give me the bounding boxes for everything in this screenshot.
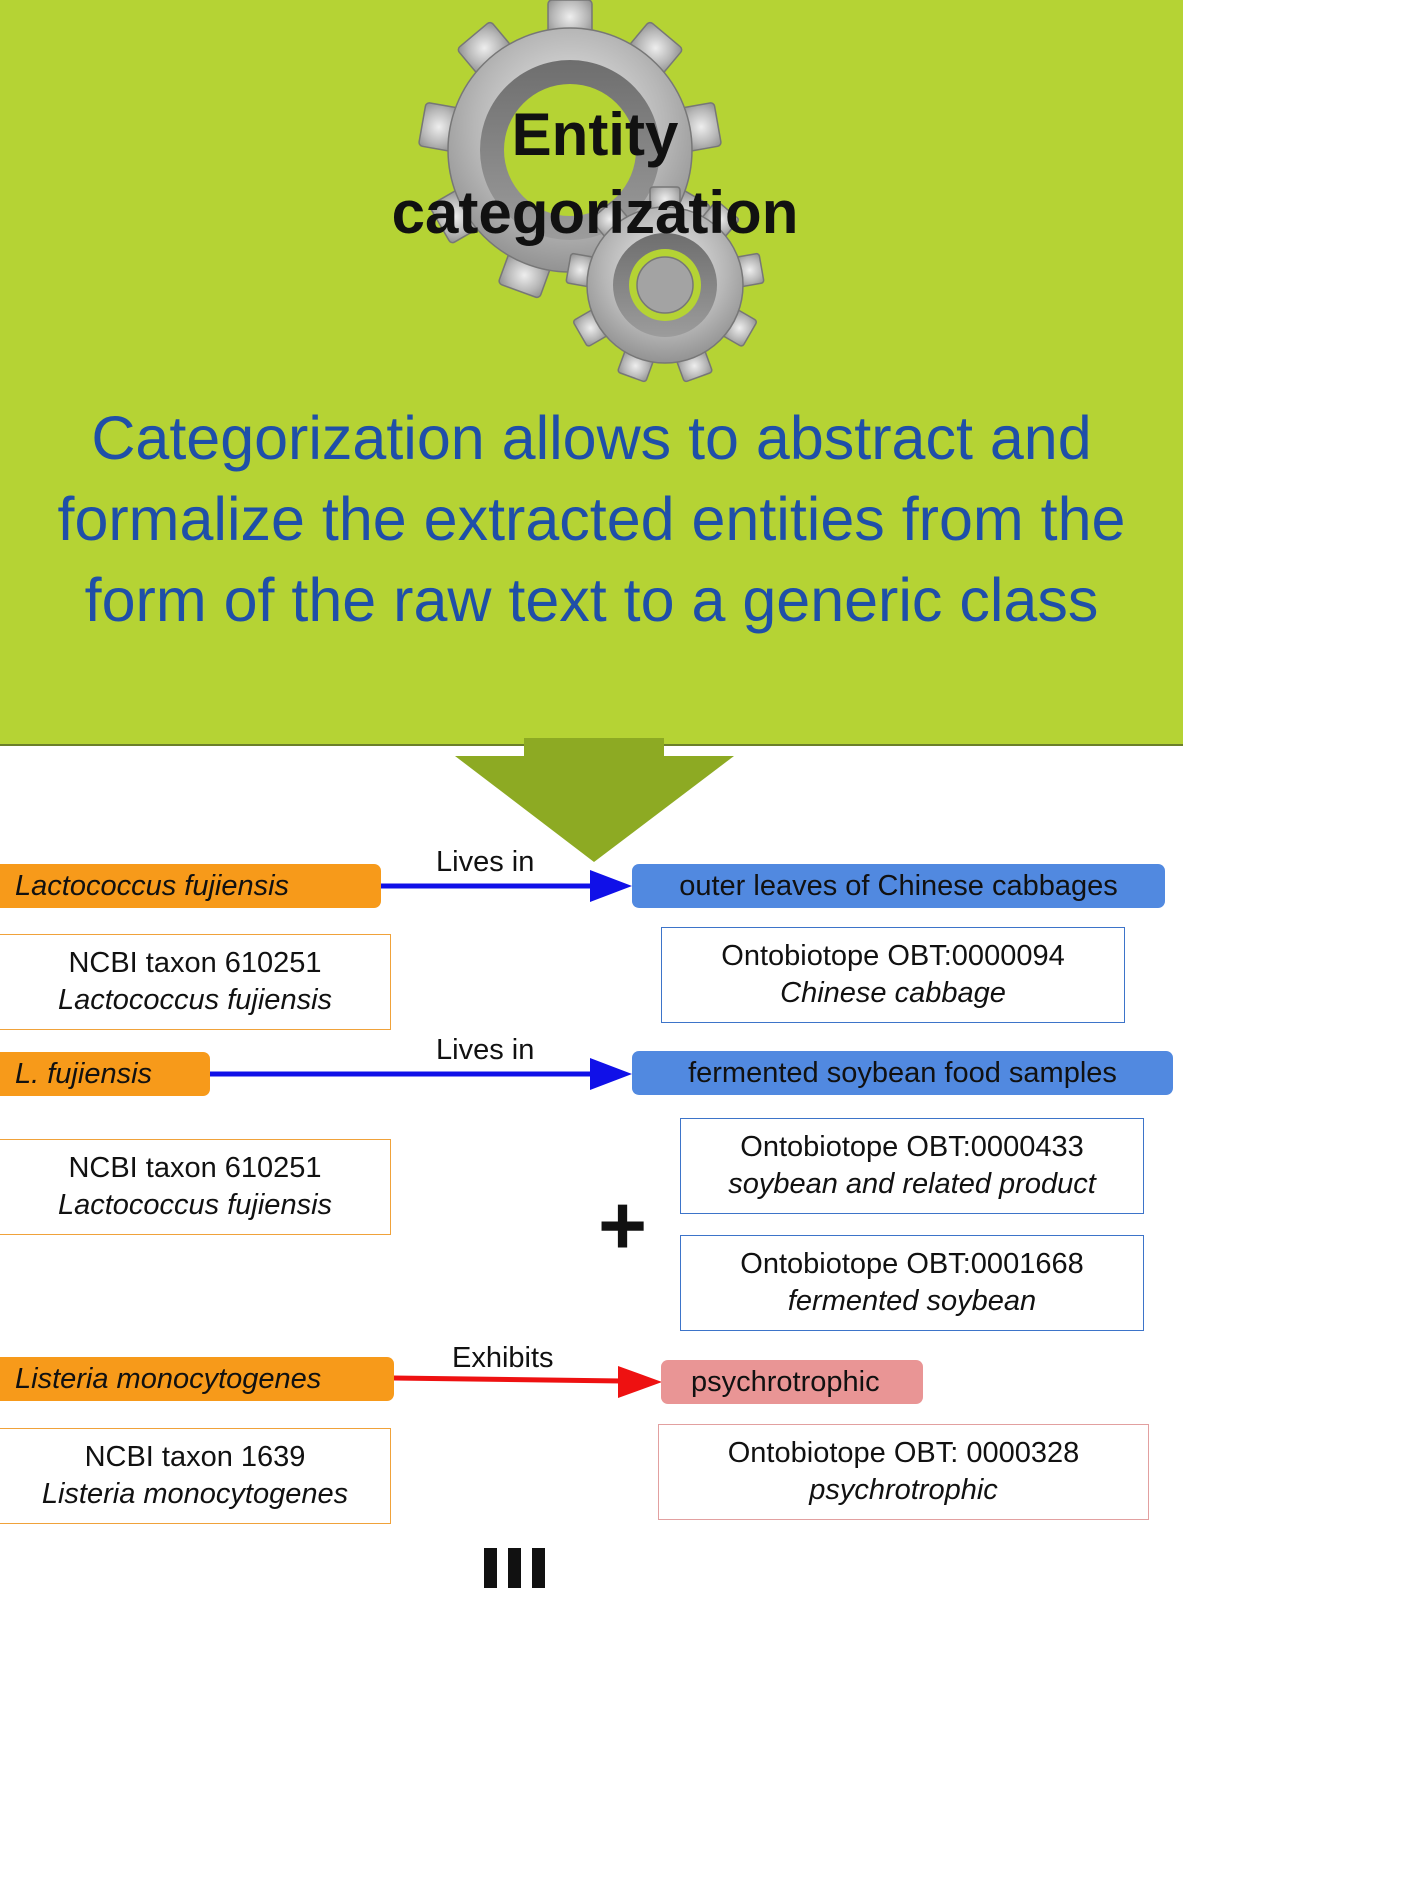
relation-label: Exhibits bbox=[452, 1342, 554, 1374]
ontobiotope-norm-box: Ontobiotope OBT:0000433 soybean and rela… bbox=[680, 1118, 1144, 1214]
ontobiotope-name: psychrotrophic bbox=[809, 1474, 998, 1506]
banner-subtitle: Categorization allows to abstract and fo… bbox=[57, 404, 1126, 634]
down-arrow-icon bbox=[455, 738, 734, 862]
relation-label: Lives in bbox=[436, 846, 535, 878]
phenotype-entity: psychrotrophic bbox=[661, 1360, 923, 1404]
relation-label: Lives in bbox=[436, 1034, 535, 1066]
taxon-name: Listeria monocytogenes bbox=[41, 1478, 349, 1510]
taxon-id: NCBI taxon 610251 bbox=[68, 1152, 322, 1184]
continuation-mark bbox=[484, 1548, 556, 1593]
taxon-id: NCBI taxon 1639 bbox=[84, 1441, 306, 1473]
lives-in-arrow-2 bbox=[210, 1058, 632, 1090]
ontobiotope-name: fermented soybean bbox=[787, 1285, 1037, 1317]
taxon-norm-box: NCBI taxon 610251 Lactococcus fujiensis bbox=[0, 1139, 391, 1235]
organism-entity: Listeria monocytogenes bbox=[0, 1357, 394, 1401]
banner-title: Entity categorization bbox=[391, 101, 799, 246]
ontobiotope-name: Chinese cabbage bbox=[780, 977, 1006, 1009]
ontobiotope-id: Ontobiotope OBT:0000433 bbox=[740, 1131, 1084, 1163]
habitat-entity: fermented soybean food samples bbox=[632, 1051, 1173, 1095]
organism-entity: L. fujiensis bbox=[0, 1052, 210, 1096]
plus-icon: + bbox=[598, 1178, 648, 1272]
ontobiotope-norm-box: Ontobiotope OBT:0000094 Chinese cabbage bbox=[661, 927, 1125, 1023]
taxon-norm-box: NCBI taxon 610251 Lactococcus fujiensis bbox=[0, 934, 391, 1030]
organism-entity: Lactococcus fujiensis bbox=[0, 864, 381, 908]
ontobiotope-name: soybean and related product bbox=[728, 1168, 1096, 1200]
habitat-entity: outer leaves of Chinese cabbages bbox=[632, 864, 1165, 908]
taxon-name: Lactococcus fujiensis bbox=[57, 984, 333, 1016]
taxon-name: Lactococcus fujiensis bbox=[57, 1189, 333, 1221]
ontobiotope-norm-box: Ontobiotope OBT: 0000328 psychrotrophic bbox=[658, 1424, 1149, 1520]
ontobiotope-id: Ontobiotope OBT:0001668 bbox=[740, 1248, 1084, 1280]
gears-icon bbox=[418, 0, 765, 383]
ontobiotope-id: Ontobiotope OBT: 0000328 bbox=[727, 1437, 1080, 1469]
taxon-id: NCBI taxon 610251 bbox=[68, 947, 322, 979]
ontobiotope-norm-box: Ontobiotope OBT:0001668 fermented soybea… bbox=[680, 1235, 1144, 1331]
ontobiotope-id: Ontobiotope OBT:0000094 bbox=[721, 940, 1065, 972]
taxon-norm-box: NCBI taxon 1639 Listeria monocytogenes bbox=[0, 1428, 391, 1524]
